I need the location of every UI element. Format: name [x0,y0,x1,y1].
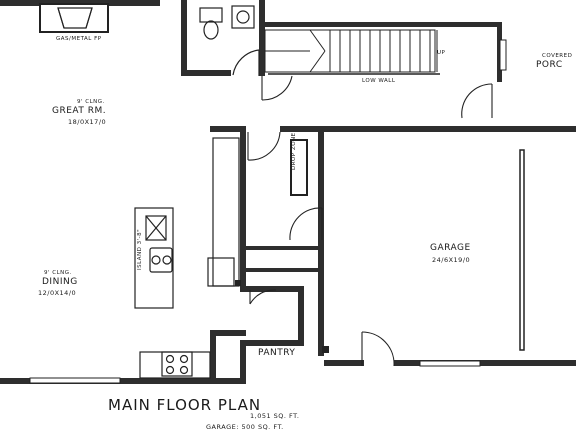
island-label: ISLAND 3'-8" [137,228,143,270]
drop-zone-label: DROP ZONE [291,132,297,170]
door-swings [247,75,493,367]
plan-garage-area: GARAGE: 500 SQ. FT. [206,423,284,431]
kitchen-counters [134,137,240,379]
porch-prefix: COVERED [542,53,573,59]
dining-size: 12/0X14/0 [38,289,77,297]
plan-title: MAIN FLOOR PLAN [108,396,262,414]
great-room-size: 18/0X17/0 [68,118,107,126]
plan-area: 1,051 SQ. FT. [250,412,300,420]
porch-name: PORC [536,60,563,70]
stairs [264,29,440,75]
fireplace-symbol [57,7,93,29]
garage-name: GARAGE [430,243,471,253]
great-room-name: GREAT RM. [52,106,107,116]
windows [29,39,507,384]
fireplace-label: GAS/METAL FP [56,36,102,42]
dining-ceiling: 9' CLNG. [44,270,72,276]
bathroom-fixtures [199,5,260,76]
garage-size: 24/6X19/0 [432,256,471,264]
low-wall-label: LOW WALL [362,78,396,84]
stair-up-label: UP [437,50,446,56]
exterior-walls [0,0,576,384]
dining-name: DINING [42,277,78,287]
posts [235,280,329,353]
pantry-name: PANTRY [258,348,296,358]
great-room-ceiling: 9' CLNG. [77,99,105,105]
